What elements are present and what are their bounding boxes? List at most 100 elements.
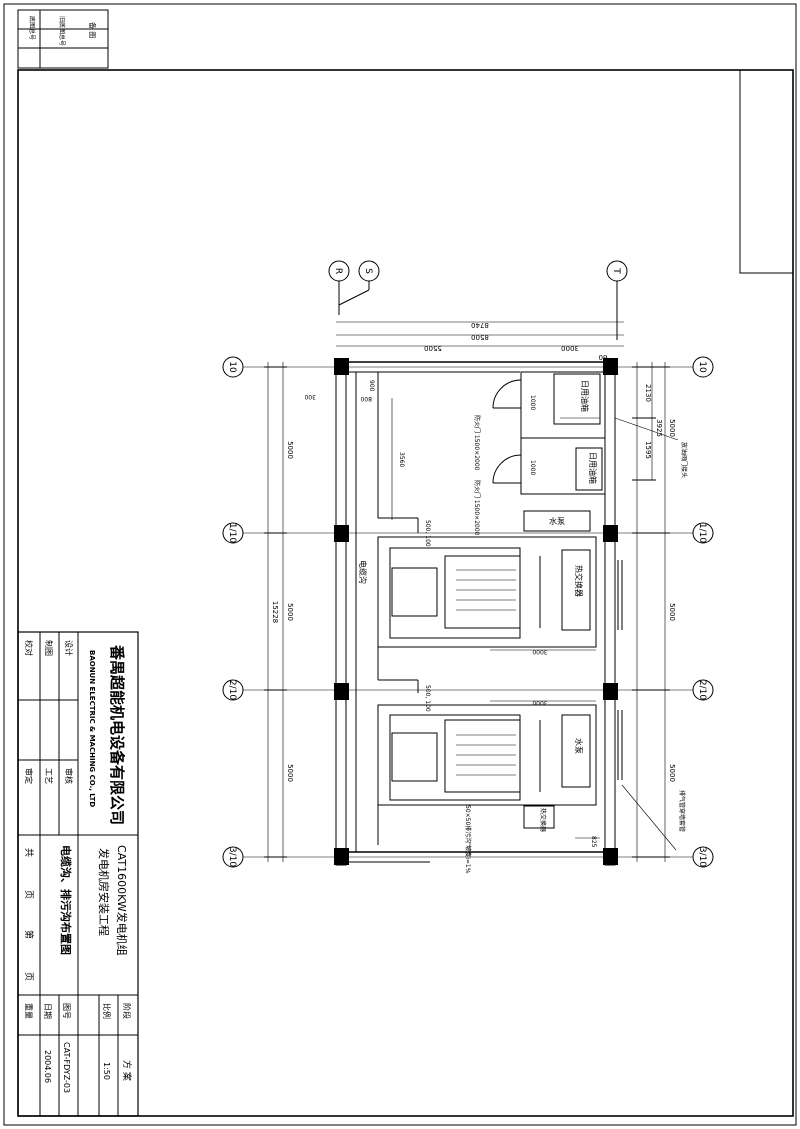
drainage-note: 50×50排污沟 坡度i=1% (464, 805, 472, 874)
heat-exchanger-1-label: 热交换器 (574, 565, 584, 597)
drawing-title: 电缆沟、排污沟布置图 (59, 845, 73, 955)
dim-3000: 3000 (561, 344, 579, 352)
svg-text:防火门 1500×2000: 防火门 1500×2000 (473, 480, 481, 536)
page-label: 页 (23, 890, 34, 899)
dim-3000a: 3000 (532, 648, 547, 655)
stage-label: 阶段 (122, 1003, 132, 1019)
dim-right-1595: 1595 (644, 441, 652, 459)
dim-left-5000b: 5000 (286, 603, 294, 621)
column (603, 683, 618, 700)
grid-bubble-right-3-10: 3/10 (692, 846, 714, 868)
svg-text:T: T (611, 267, 621, 274)
weight-label: 重量 (24, 1003, 34, 1019)
dim-right-2130: 2130 (644, 384, 652, 402)
title-block: 校对 制图 设计 审定 工艺 审核 番禺超能机电设备有限公司 BAONUN EL… (17, 631, 139, 1117)
role-approve: 审定 (24, 768, 34, 784)
grid-bubble-right-1-10: 1/10 (692, 522, 714, 544)
water-pump-2-label: 水泵 (574, 738, 584, 754)
grid-bubble-left-1-10: 1/10 (222, 522, 244, 544)
stage-value: 方 案 (121, 1060, 133, 1081)
grid-bubble-left-10: 10 (222, 356, 244, 378)
oil-tank-room-2: 日用油箱 (520, 437, 606, 495)
dim-3560: 3560 (398, 452, 405, 467)
column (603, 525, 618, 542)
date-value: 2004.06 (43, 1050, 52, 1083)
corner-tag-block: 备 图 旧底图总号 底图总号 (17, 9, 109, 69)
svg-text:10: 10 (697, 361, 707, 373)
corner-tag-3: 底图总号 (28, 16, 36, 40)
page-total-label: 共 (23, 848, 34, 857)
dim-left-5000c: 5000 (286, 764, 294, 782)
dim-1000a: 1000 (529, 395, 536, 410)
inner-frame (17, 69, 794, 1117)
svg-text:2/10: 2/10 (227, 680, 237, 700)
dim-right-5000c: 5000 (668, 764, 676, 782)
dim-500-100b: 500, 100 (424, 685, 431, 712)
dim-left-5000a: 5000 (286, 441, 294, 459)
grid-bubble-s: S (358, 260, 380, 282)
svg-text:1/10: 1/10 (697, 523, 707, 543)
page-label-2: 页 (23, 972, 34, 981)
drawing-no-value: CAT-FDYZ-03 (62, 1042, 71, 1093)
corner-tag-1: 备 图 (88, 22, 97, 38)
page-no-label: 第 (23, 930, 35, 939)
fire-door-1: 防火门 1500×2000 (473, 379, 522, 471)
water-pump-1: 水泵 (523, 510, 591, 532)
dim-right-5000b: 5000 (668, 603, 676, 621)
role-review: 审核 (64, 768, 74, 784)
corner-tag-2: 旧底图总号 (58, 16, 66, 46)
company-name-cn: 番禺超能机电设备有限公司 (108, 644, 126, 825)
dim-3000b: 3000 (532, 699, 547, 706)
svg-text:10: 10 (227, 361, 237, 373)
right-note-upper: 放油阀门接头 (680, 442, 688, 478)
dim-8740: 8740 (471, 321, 489, 329)
project-line-1: CAT1600KW发电机组 (115, 845, 129, 956)
svg-text:日用油箱: 日用油箱 (588, 452, 598, 484)
scale-value: 1:50 (102, 1062, 111, 1080)
generator-bay-1: 热交换器 (377, 536, 597, 648)
role-drafting: 制图 (44, 640, 54, 656)
role-design: 设计 (64, 640, 74, 656)
dim-825: 825 (590, 836, 597, 848)
svg-text:日用油箱: 日用油箱 (580, 380, 590, 412)
grid-bubble-left-3-10: 3/10 (222, 846, 244, 868)
cable-trench: 电缆沟 (355, 372, 419, 852)
grid-bubble-t: T (606, 260, 628, 282)
grid-bubble-right-10: 10 (692, 356, 714, 378)
top-right-box (739, 69, 794, 274)
svg-text:防火门 1500×2000: 防火门 1500×2000 (473, 415, 481, 471)
outer-frame (3, 3, 797, 1126)
svg-text:3/10: 3/10 (227, 847, 237, 867)
svg-text:3/10: 3/10 (697, 847, 707, 867)
dim-8500: 8500 (471, 333, 489, 341)
dim-60: 60 (599, 353, 608, 361)
column (334, 683, 349, 700)
company-name-en: BAONUN ELECTRIC & MACHING CO., LTD (88, 650, 96, 807)
generator-bay-2: 水泵 (377, 704, 597, 806)
svg-text:1/10: 1/10 (227, 523, 237, 543)
dim-500-100a: 500, 100 (424, 520, 431, 547)
dim-left-15228: 15228 (271, 601, 279, 623)
drawing-no-label: 图号 (62, 1003, 71, 1019)
svg-text:热交换器: 热交换器 (539, 808, 547, 832)
dim-1000b: 1000 (529, 460, 536, 475)
svg-text:R: R (333, 268, 343, 274)
heat-exchanger-2: 热交换器 (523, 805, 555, 832)
svg-text:S: S (363, 268, 373, 274)
project-line-2: 发电机房安装工程 (97, 848, 111, 936)
grid-bubble-r: R (328, 260, 350, 282)
dim-5500: 5500 (424, 344, 442, 352)
svg-text:电缆沟: 电缆沟 (358, 560, 368, 584)
dim-800: 800 (360, 395, 372, 402)
role-process: 工艺 (44, 768, 53, 784)
right-note-lower: 排气管穿墙套管 (678, 790, 686, 832)
dim-right-5000: 5000 (668, 419, 676, 437)
dim-300: 300 (304, 393, 316, 400)
svg-text:2/10: 2/10 (697, 680, 707, 700)
role-proofread: 校对 (24, 640, 34, 656)
dim-900: 900 (368, 380, 375, 392)
svg-text:水泵: 水泵 (549, 516, 565, 526)
column (603, 358, 618, 375)
scale-label: 比例 (102, 1003, 112, 1019)
